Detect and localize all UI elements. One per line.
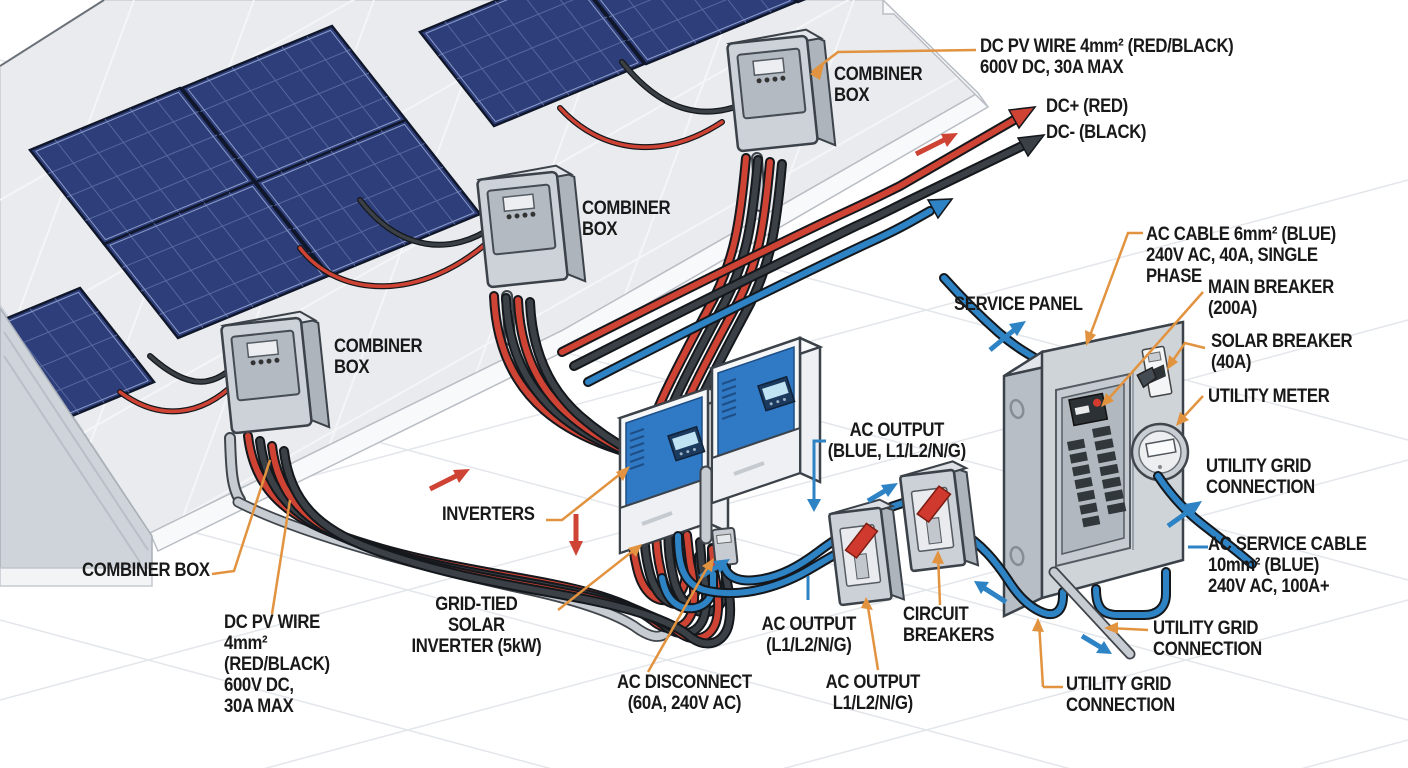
- label-combiner-box-4: COMBINER BOX: [82, 560, 210, 581]
- roof-fascia-top: [882, 0, 989, 108]
- breaker-column: [1067, 438, 1101, 528]
- circuit-breaker-1-graphic: [828, 498, 906, 607]
- label-service-panel: SERVICE PANEL: [954, 294, 1083, 315]
- label-main-breaker: MAIN BREAKER (200A): [1208, 277, 1334, 319]
- gable-stripe: [3, 355, 141, 563]
- dc-flow-arrows: [428, 133, 958, 556]
- gable-stripe: [3, 331, 149, 551]
- label-utility-meter: UTILITY METER: [1208, 386, 1330, 407]
- label-ac-output-1: AC OUTPUT (L1/L2/N/G): [761, 614, 857, 656]
- inverter-display: [757, 375, 796, 412]
- circuit-breaker-2-graphic: [899, 460, 980, 573]
- label-ac-output-blue: AC OUTPUT (BLUE, L1/L2/N/G): [827, 420, 966, 462]
- label-utility-grid-right: UTILITY GRID CONNECTION: [1206, 456, 1315, 498]
- main-breaker-graphic: [1068, 392, 1109, 427]
- blue-leaders: [806, 439, 1208, 600]
- ac-wire-to-panel-top: [939, 273, 1055, 371]
- house-front-band: [0, 567, 153, 587]
- combiner-box-3-graphic: [220, 310, 331, 435]
- label-utility-grid-mid: UTILITY GRID CONNECTION: [1153, 618, 1262, 660]
- label-circuit-breakers: CIRCUIT BREAKERS: [903, 604, 995, 646]
- label-solar-breaker: SOLAR BREAKER (40A): [1211, 331, 1353, 373]
- label-ac-disconnect: AC DISCONNECT (60A, 240V AC): [617, 672, 752, 714]
- ac-disconnect-graphic: [699, 465, 739, 567]
- inverter-2-graphic: [708, 336, 824, 505]
- label-ac-cable: AC CABLE 6mm² (BLUE) 240V AC, 40A, SINGL…: [1146, 224, 1336, 287]
- ac-service-wires: [1048, 471, 1257, 660]
- label-inverters: INVERTERS: [442, 504, 535, 525]
- ac-run-arrowhead: [926, 198, 954, 220]
- label-dc-pv-wire-bottom: DC PV WIRE 4mm² (RED/BLACK) 600V DC, 30A…: [224, 612, 330, 717]
- service-panel-graphic: [1002, 320, 1190, 618]
- label-dc-minus: DC- (BLACK): [1046, 122, 1147, 143]
- label-dc-pv-wire-top: DC PV WIRE 4mm² (RED/BLACK) 600V DC, 30A…: [980, 36, 1234, 78]
- inverter-display: [667, 425, 706, 462]
- label-ac-output-2: AC OUTPUT L1/L2/N/G): [825, 672, 921, 714]
- label-ac-service-cable: AC SERVICE CABLE 10mm² (BLUE) 240V AC, 1…: [1208, 534, 1367, 597]
- label-combiner-box-1: COMBINER BOX: [834, 64, 923, 106]
- combiner-box-2-graphic: [476, 164, 587, 289]
- breaker-column: [1092, 425, 1127, 515]
- dc-plus-arrowhead: [1007, 106, 1037, 130]
- label-grid-tied-inverter: GRID-TIED SOLAR INVERTER (5kW): [411, 594, 542, 657]
- roof-ridge: [0, 0, 105, 67]
- ac-flow-arrows: [698, 321, 1202, 654]
- label-combiner-box-2: COMBINER BOX: [582, 198, 671, 240]
- label-dc-plus: DC+ (RED): [1046, 96, 1128, 117]
- orange-arrowheads: [616, 64, 1189, 634]
- solar-breaker-graphic: [1136, 345, 1173, 398]
- dc-run-to-arrows: [557, 115, 1027, 387]
- orange-leaders: [211, 48, 1206, 689]
- combiner-box-1-graphic: [726, 28, 837, 153]
- blue-leader-arrowhead: [807, 499, 821, 512]
- dc-minus-arrowhead: [1016, 134, 1046, 158]
- label-combiner-box-3: COMBINER BOX: [334, 336, 423, 378]
- label-utility-grid-bottom: UTILITY GRID CONNECTION: [1066, 674, 1175, 716]
